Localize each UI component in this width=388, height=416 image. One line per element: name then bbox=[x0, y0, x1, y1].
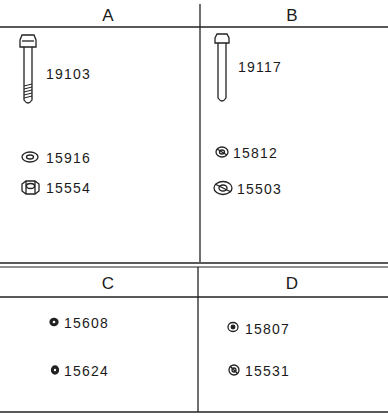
part-number: 15554 bbox=[46, 181, 91, 195]
part-number: 19103 bbox=[46, 67, 91, 81]
part-number: 15503 bbox=[237, 182, 282, 196]
part-number: 15807 bbox=[245, 322, 290, 336]
part-number: 19117 bbox=[238, 60, 282, 74]
part-number: 15916 bbox=[46, 151, 91, 165]
part-number: 15624 bbox=[64, 364, 109, 378]
column-header: A bbox=[102, 7, 113, 24]
part-number: 15531 bbox=[245, 364, 290, 378]
part-number: 15608 bbox=[64, 316, 109, 330]
column-header: C bbox=[102, 275, 114, 292]
column-header: B bbox=[286, 7, 297, 24]
part-number: 15812 bbox=[233, 146, 278, 160]
column-header: D bbox=[286, 275, 298, 292]
